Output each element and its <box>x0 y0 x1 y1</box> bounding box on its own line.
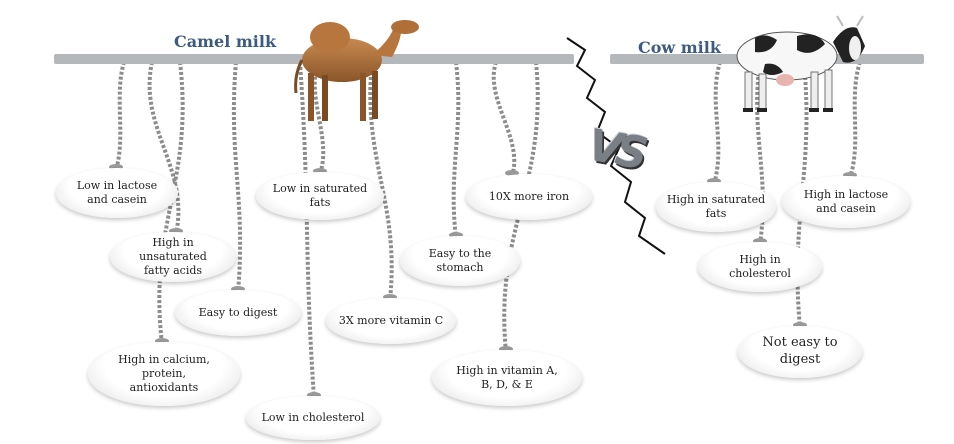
item-line: High in vitamin A, <box>456 363 558 377</box>
camel-item-4: High in calcium,protein,antioxidants <box>88 342 240 406</box>
item-line: Low in lactose <box>76 178 158 192</box>
hanging-rope <box>114 61 126 171</box>
item-line: 10X more iron <box>488 189 570 203</box>
cow-title: Cow milk <box>638 38 721 57</box>
item-line: Easy to the <box>428 246 492 260</box>
hanging-rope <box>231 61 243 293</box>
item-line: cholesterol <box>729 267 791 280</box>
item-line: High in calcium, <box>118 352 210 366</box>
item-line: B, D, & E <box>481 378 533 391</box>
item-line: fatty acids <box>143 264 203 278</box>
item-line: protein, <box>142 366 186 380</box>
item-line: and casein <box>816 202 876 215</box>
lightning-bolt-icon <box>566 37 666 255</box>
item-line: and casein <box>87 193 147 206</box>
item-line: 3X more vitamin C <box>338 313 444 327</box>
hanging-rope <box>368 61 394 301</box>
cow-icon <box>736 15 865 112</box>
hanging-rope <box>795 61 809 329</box>
item-line: High in lactose <box>803 187 889 201</box>
item-line: Not easy to <box>762 335 838 351</box>
hanging-rope <box>147 61 181 235</box>
item-line: Low in saturated <box>272 181 368 195</box>
item-line: digest <box>779 352 821 367</box>
item-line: Low in cholesterol <box>261 410 365 424</box>
camel-item-10: High in vitamin A,B, D, & E <box>432 350 582 406</box>
item-line: fats <box>309 196 331 209</box>
item-line: High in saturated <box>666 192 766 206</box>
hanging-rope <box>712 61 722 185</box>
hanging-rope <box>451 61 461 239</box>
camel-item-6: Low in cholesterol <box>246 396 380 440</box>
camel-item-9: 10X more iron <box>466 174 592 220</box>
item-line: antioxidants <box>129 381 199 395</box>
camel-title: Camel milk <box>174 32 277 51</box>
item-line: Easy to digest <box>198 305 278 319</box>
item-line: High in <box>739 252 781 266</box>
item-line: stomach <box>436 261 484 274</box>
camel-item-7: 3X more vitamin C <box>326 298 456 344</box>
item-line: fats <box>705 207 727 220</box>
camel-icon <box>294 20 419 121</box>
item-line: High in unsaturated <box>139 235 207 263</box>
vs-label: VS <box>583 119 646 180</box>
hanging-rope <box>491 61 517 177</box>
camel-item-3: Easy to digest <box>175 290 301 336</box>
hanging-rope <box>755 61 765 245</box>
